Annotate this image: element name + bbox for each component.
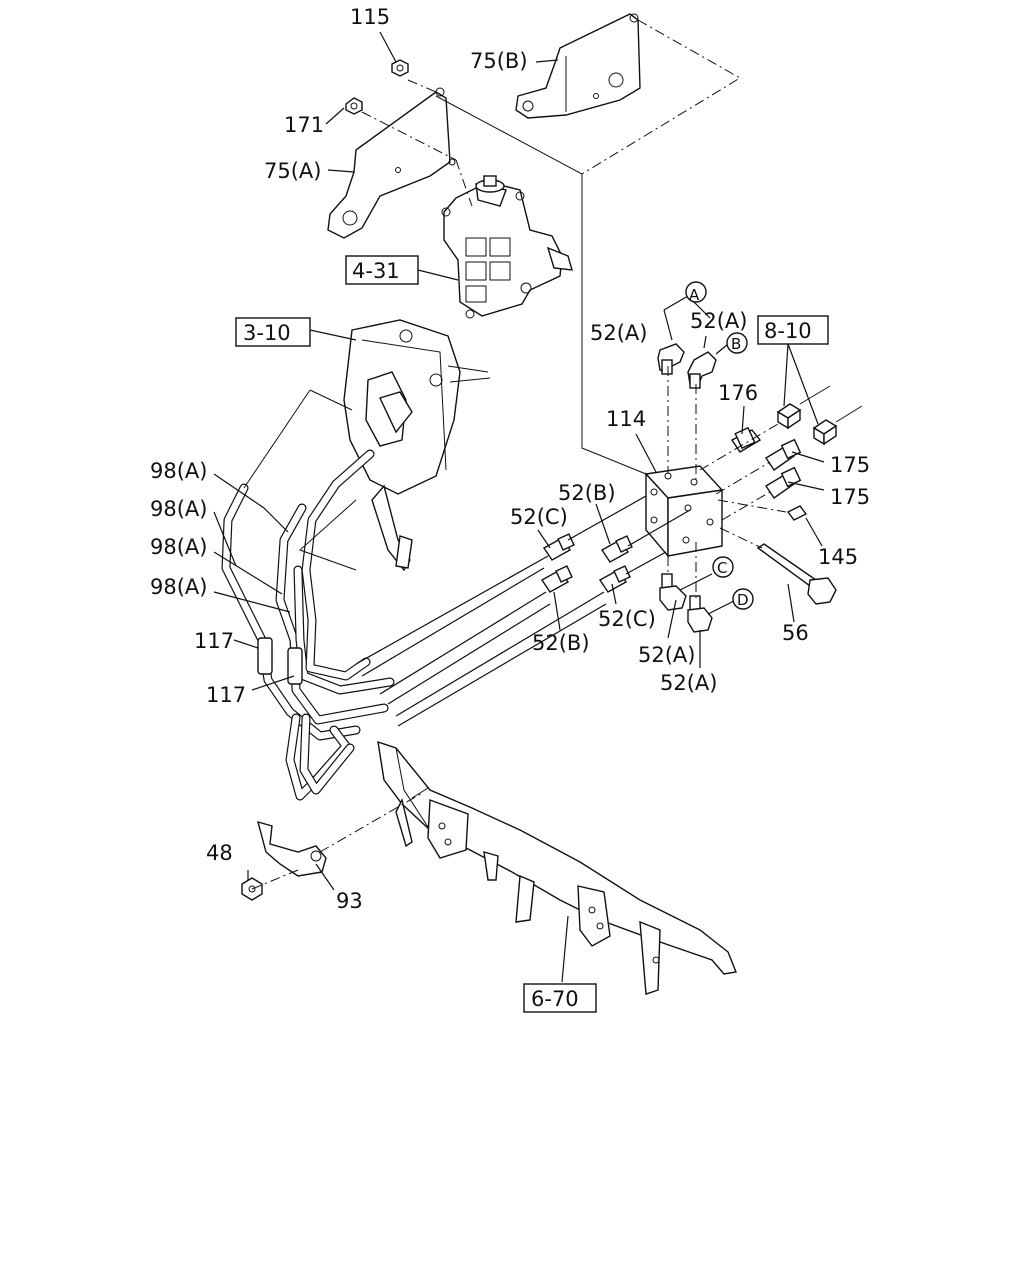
label-52a-top-right: 52(A) [690,309,747,333]
fitting-52b-lower [540,565,573,593]
ref-box-6-70 [523,983,597,1013]
bracket-75b [515,13,641,119]
marker-circle-b [726,332,748,354]
fitting-52a-top-right [687,351,717,389]
label-175-upper: 175 [830,453,870,477]
ref-box-4-31 [345,255,419,285]
label-114: 114 [606,407,646,431]
fitting-175-lower [765,466,802,499]
bracket-93 [257,820,327,877]
label-75a: 75(A) [264,159,321,183]
label-98a-2: 98(A) [150,497,207,521]
fitting-52a-lower-left [659,573,687,611]
pedal-unit-3-10 [343,319,491,572]
label-52b-bottom: 52(B) [532,631,590,655]
label-175-lower: 175 [830,485,870,509]
phantom-lines [243,19,787,890]
label-52c-bottom: 52(C) [598,607,656,631]
fitting-175-upper [765,438,802,471]
ref-box-3-10 [235,317,311,347]
label-48: 48 [206,841,233,865]
label-56: 56 [782,621,809,645]
ref-box-8-10 [757,315,829,345]
label-98a-1: 98(A) [150,459,207,483]
label-75b: 75(B) [470,49,528,73]
marker-d-text: D [737,591,749,609]
marker-circle-a [685,281,707,303]
ref-3-10: 3-10 [243,321,291,345]
nut-171 [345,97,363,115]
marker-c-text: C [717,559,727,577]
tubes-98a [221,449,395,801]
pipe-runs [355,495,691,727]
label-52a-bottom-1: 52(A) [638,643,695,667]
ref-4-31: 4-31 [352,259,400,283]
label-52b-top: 52(B) [558,481,616,505]
fitting-52a-top-left [657,343,685,375]
block-114 [644,465,724,558]
label-52a-bottom-2: 52(A) [660,671,717,695]
marker-a-text: A [689,286,700,304]
marker-circle-c [712,556,734,578]
fitting-52a-lower-right [687,595,713,633]
bolt-56 [756,543,837,605]
label-52c-top: 52(C) [510,505,568,529]
label-93: 93 [336,889,363,913]
label-117-upper: 117 [194,629,234,653]
label-145: 145 [818,545,858,569]
fitting-52c-lower [598,565,631,593]
marker-b-text: B [731,335,741,353]
label-171: 171 [284,113,324,137]
label-117-lower: 117 [206,683,246,707]
plug-145 [786,505,808,521]
label-98a-4: 98(A) [150,575,207,599]
label-176: 176 [718,381,758,405]
frame-6-70 [377,740,737,995]
fitting-52c-upper [542,533,575,561]
nut-115 [391,59,409,77]
bracket-75a [327,87,456,239]
fitting-52b-upper [600,535,633,563]
marker-circle-d [732,588,754,610]
ref-8-10: 8-10 [764,319,812,343]
ref-6-70: 6-70 [531,987,579,1011]
connector-8-10 [776,385,863,446]
label-52a-top-left: 52(A) [590,321,647,345]
valve-4-31 [441,175,573,319]
label-115: 115 [350,5,390,29]
label-98a-3: 98(A) [150,535,207,559]
